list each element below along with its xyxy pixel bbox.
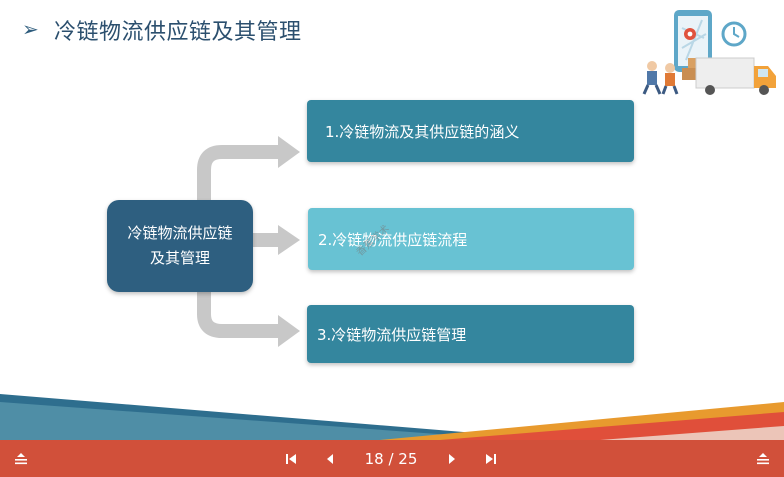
last-page-icon — [486, 453, 496, 464]
arrowhead-3 — [278, 315, 300, 347]
center-topic-line-1: 冷链物流供应链 — [127, 224, 233, 242]
connector-arrows — [197, 136, 300, 347]
center-topic-box: 冷链物流供应链 及其管理 — [107, 200, 253, 292]
last-page-button[interactable] — [480, 440, 502, 477]
title-bullet-icon: ➢ — [22, 17, 39, 41]
next-page-icon — [449, 453, 455, 464]
menu-button-right[interactable] — [752, 440, 774, 477]
next-page-button[interactable] — [442, 440, 462, 477]
first-page-button[interactable] — [280, 440, 302, 477]
subtopic-box-2[interactable]: 2.冷链物流供应链流程 — [308, 208, 634, 270]
bottom-decoration — [0, 394, 784, 440]
slide-title: 冷链物流供应链及其管理 — [54, 20, 302, 45]
arrow-to-item-3 — [197, 288, 282, 338]
menu-button-left[interactable] — [10, 440, 32, 477]
first-page-icon — [286, 453, 296, 464]
subtopic-label-1: 1.冷链物流及其供应链的涵义 — [325, 122, 520, 141]
menu-icon — [757, 452, 769, 464]
logistics-illustration — [642, 10, 776, 95]
slide-canvas: ➢ 冷链物流供应链及其管理 冷链物流供应链 及其管理 — [0, 10, 784, 440]
subtopic-box-3[interactable]: 3.冷链物流供应链管理 — [307, 305, 634, 363]
arrowhead-2 — [278, 225, 300, 255]
center-topic-line-2: 及其管理 — [149, 249, 210, 267]
prev-page-button[interactable] — [320, 440, 340, 477]
presentation-toolbar: 18 / 25 — [0, 440, 784, 477]
subtopic-box-1[interactable]: 1.冷链物流及其供应链的涵义 — [307, 100, 634, 162]
prev-page-icon — [327, 453, 333, 464]
arrow-to-item-1 — [197, 145, 282, 205]
menu-icon — [15, 452, 27, 464]
subtopic-label-2: 2.冷链物流供应链流程 — [318, 230, 468, 249]
subtopic-label-3: 3.冷链物流供应链管理 — [317, 325, 467, 344]
arrowhead-1 — [278, 136, 300, 168]
page-indicator: 18 / 25 — [364, 449, 418, 468]
